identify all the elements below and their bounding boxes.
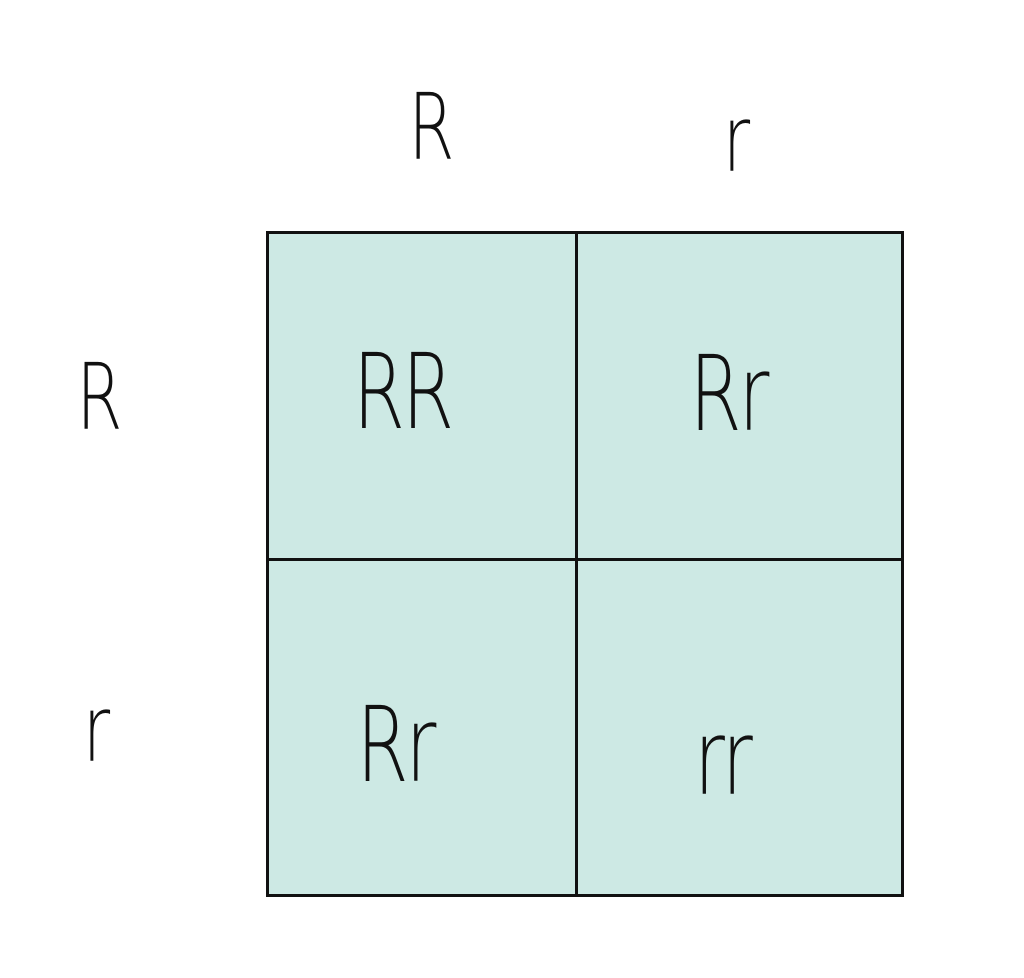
grid-horizontal-divider	[269, 558, 901, 561]
punnett-grid	[266, 231, 904, 897]
column-label-1: R	[408, 74, 454, 181]
cell-row1-col2: Rr	[689, 333, 769, 455]
cell-row1-col1: RR	[352, 331, 454, 453]
cell-row2-col2: rr	[694, 697, 753, 819]
row-label-2: r	[82, 676, 110, 783]
cell-row2-col1: Rr	[356, 684, 436, 806]
row-label-1: R	[76, 344, 122, 451]
column-label-2: r	[722, 86, 750, 193]
grid-vertical-divider	[575, 234, 578, 894]
